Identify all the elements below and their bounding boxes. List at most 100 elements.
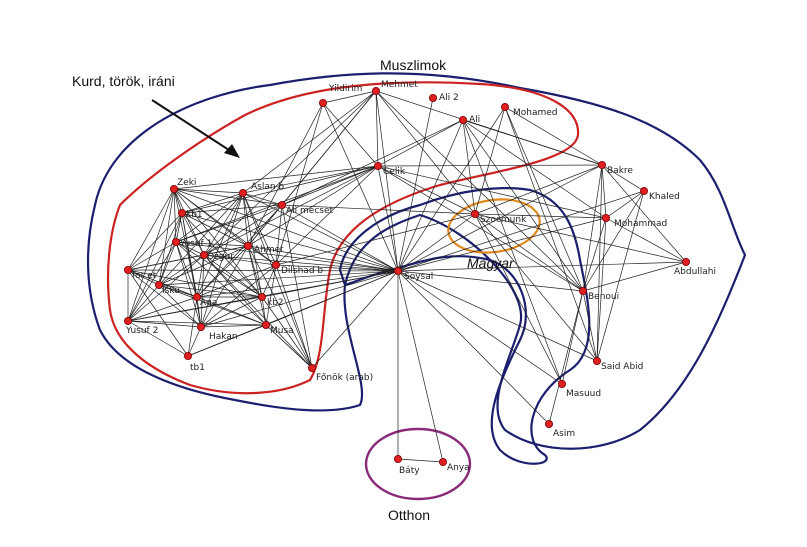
edge-celik-szocmunk (377, 165, 476, 215)
edge-yusuf2-tb1 (127, 320, 189, 357)
node-label: Asim (553, 429, 575, 439)
edge-soysal-saidabid (397, 270, 598, 362)
edges-layer (127, 90, 687, 463)
edge-mohamed-szocmunk (474, 106, 506, 215)
szocmunk-outline (447, 198, 541, 254)
node-mohammad: Mohammad (602, 213, 667, 229)
edge-aslanb-hakan (200, 192, 244, 328)
node-isku: Isku (154, 280, 180, 296)
node-label: Ahmet (254, 245, 284, 255)
edge-mehmet-ozgur (203, 90, 377, 256)
node-dot (373, 161, 382, 170)
edge-foret-isku (127, 269, 160, 286)
node-dot (257, 292, 266, 301)
node-abdullahi: Abdullahi (674, 257, 716, 277)
edge-soysal-szocmunk (397, 213, 476, 272)
edge-soysal-dilshadb (275, 264, 399, 272)
edge-mohammad-benoui (582, 217, 607, 292)
node-dot (261, 320, 270, 329)
edge-kb2-musa (261, 296, 267, 326)
node-dot (171, 237, 180, 246)
edge-ozgur-yusuf2 (127, 254, 205, 322)
edge-benoui-asim (548, 290, 584, 425)
edge-soysal-yildirim (322, 102, 399, 272)
edge-yusuf2-musa (127, 320, 267, 326)
node-fonok: Főnök (arab) (307, 363, 373, 383)
edge-abdullahi-benoui (582, 261, 687, 292)
node-label: Benoui (588, 292, 619, 302)
node-dot (428, 94, 437, 103)
edge-ahmet-musa (247, 245, 267, 326)
edge-celik-benoui (377, 165, 584, 292)
node-label: Zeki (177, 178, 196, 188)
arrowhead-icon (224, 144, 240, 158)
edge-ozgur-aga (196, 254, 205, 298)
node-label: Soysal (404, 272, 433, 282)
node-label: kb2 (267, 298, 284, 308)
node-dot (277, 200, 286, 209)
node-yildirim: Yildirim (318, 84, 362, 108)
node-masuud: Masuud (558, 379, 601, 399)
edge-bakre-szocmunk (474, 164, 603, 215)
edge-yusuf1-hakan (175, 241, 202, 328)
edge-yusuf1-isku (158, 241, 177, 286)
node-yusuf2: Yusuf 2 (124, 316, 158, 336)
edge-soysal-mohammad (397, 217, 607, 272)
edge-mehmet-benoui (375, 90, 584, 292)
node-anya: Anya (438, 457, 470, 473)
node-dot (196, 322, 205, 331)
edge-fonok-aslanb (242, 192, 313, 369)
edge-musa-fonok (265, 324, 313, 369)
edge-yusuf1-musa (175, 241, 267, 326)
node-hakan: Hakan (196, 322, 238, 342)
edge-celik-ozgur (203, 165, 379, 256)
node-mehmet: Mehmet (371, 80, 418, 96)
edge-soysal-benoui (397, 270, 584, 292)
edge-benoui-saidabid (582, 290, 598, 362)
edge-kb1-kb2 (181, 212, 263, 298)
edge-hakan-musa (200, 324, 267, 328)
edge-fonok-ozgur (203, 254, 313, 369)
node-label: Dilshad b (281, 266, 323, 276)
node-label: Ali 2 (439, 93, 459, 103)
node-dot (438, 457, 447, 466)
edge-celik-ali (377, 119, 464, 167)
node-dot (183, 351, 192, 360)
node-yusuf1: Yusuf 1 (171, 237, 212, 249)
node-dot (593, 356, 602, 365)
node-dot (640, 186, 649, 195)
edge-dilshadb-kb2 (261, 264, 277, 298)
node-label: Főnök (arab) (316, 373, 373, 383)
edge-ahmet-aga (196, 245, 249, 298)
node-saidabid: Said Abid (593, 356, 643, 372)
edge-musa-tb1 (187, 324, 267, 357)
edge-alimecset-ahmet (247, 204, 283, 247)
edge-kb1-hakan (181, 212, 202, 328)
edge-ahmet-foret (127, 245, 249, 271)
edge-zeki-foret (127, 188, 175, 271)
edge-isku-kb2 (158, 284, 263, 298)
edge-khaled-mohammad (605, 190, 645, 219)
edge-fonok-kb2 (261, 296, 313, 369)
edge-fonok-alimecset (281, 204, 313, 369)
edge-szocmunk-alimecset (281, 204, 476, 215)
node-label: Khaled (649, 192, 680, 202)
node-label: Aslan b (251, 182, 284, 192)
edge-soysal-ali (397, 119, 464, 272)
edge-aslanb-kb1 (181, 192, 244, 214)
otthon-label: Otthon (388, 507, 430, 523)
node-bakre: Bakre (598, 160, 633, 176)
node-dot (124, 265, 133, 274)
edge-celik-mehmet (375, 90, 379, 167)
node-label: Said Abid (601, 362, 643, 372)
edge-ahmet-isku (158, 245, 249, 286)
edge-mohamed-bakre (504, 106, 603, 166)
node-dot (271, 260, 280, 269)
node-dot (579, 286, 588, 295)
edge-alimecset-kb1 (181, 204, 283, 214)
node-label: Yusuf 1 (179, 239, 212, 249)
edge-ahmet-kb2 (247, 245, 263, 298)
edge-zeki-isku (158, 188, 175, 286)
node-dot (602, 213, 611, 222)
